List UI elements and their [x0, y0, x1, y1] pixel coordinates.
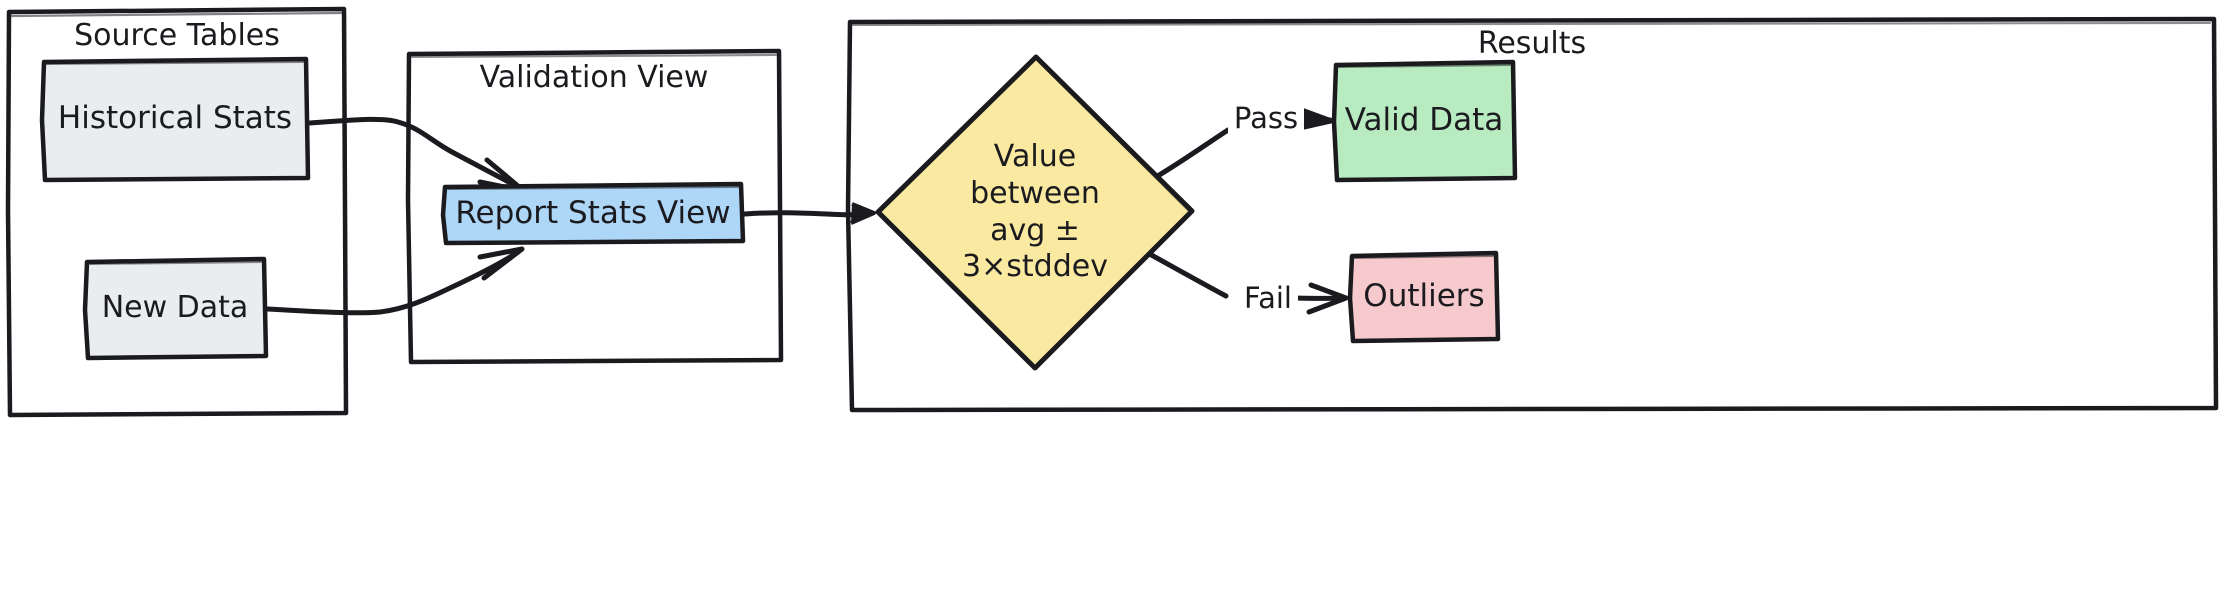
edge-report-to-check-line: [742, 210, 873, 218]
node-report-stats-view-shape: [440, 181, 746, 246]
node-historical-stats[interactable]: [39, 56, 311, 183]
edge-check-to-valid-line: [1148, 127, 1231, 183]
edge-check-to-outliers-line: [1143, 249, 1229, 299]
node-new-data-sketch: [89, 261, 268, 354]
group-source-tables-sketch: [10, 11, 349, 412]
node-value-check-sketch: [878, 58, 1192, 368]
group-results[interactable]: [845, 16, 2219, 413]
edge-newdata-to-report[interactable]: [264, 246, 525, 316]
node-report-stats-view-sketch: [447, 186, 745, 240]
edge-report-to-check-arrowhead: [850, 202, 876, 225]
group-results-sketch: [851, 21, 2219, 407]
edge-historical-to-report-line: [307, 116, 523, 191]
node-outliers-sketch: [1354, 255, 1500, 338]
node-valid-data-sketch: [1338, 64, 1517, 177]
node-historical-stats-sketch: [46, 61, 310, 176]
node-historical-stats-shape: [39, 56, 311, 183]
node-valid-data-shape: [1331, 59, 1518, 183]
edge-report-to-check[interactable]: [742, 202, 876, 225]
node-outliers[interactable]: [1347, 250, 1501, 344]
group-results-outline: [845, 16, 2219, 413]
group-validation-view-sketch: [410, 53, 784, 359]
node-outliers-shape: [1347, 250, 1501, 344]
edge-newdata-to-report-arrowhead: [477, 246, 525, 281]
node-valid-data[interactable]: [1331, 59, 1518, 183]
edge-check-to-outliers-arrowhead: [1306, 282, 1349, 315]
node-value-check[interactable]: [875, 54, 1195, 371]
node-value-check-shape: [875, 54, 1195, 371]
edge-newdata-to-report-line: [264, 249, 521, 316]
node-report-stats-view[interactable]: [440, 181, 746, 246]
node-new-data-shape: [82, 256, 269, 361]
node-new-data[interactable]: [82, 256, 269, 361]
